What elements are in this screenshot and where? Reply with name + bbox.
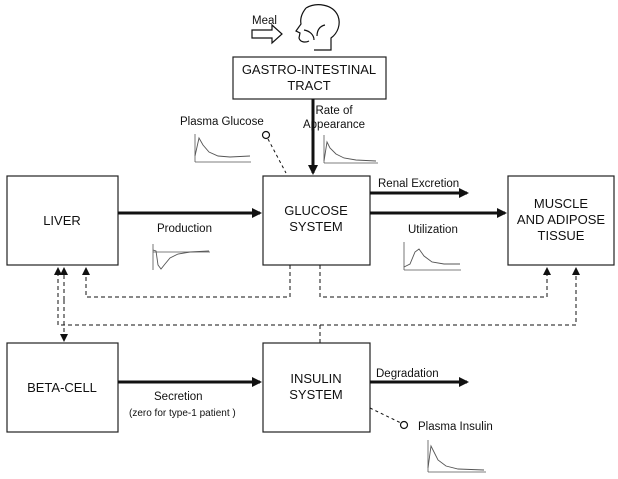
- secretion-label: Secretion: [154, 391, 203, 403]
- plasma-glucose-label: Plasma Glucose: [180, 116, 264, 128]
- rate-of-appearance-line2: Appearance: [303, 119, 365, 131]
- glucose-system-line1: GLUCOSE: [284, 203, 348, 218]
- beta-cell-box: [6, 342, 119, 433]
- liver-label: LIVER: [43, 213, 81, 228]
- liver-box: [6, 175, 119, 266]
- muscle-box: [507, 175, 615, 266]
- gi-tract-line1: GASTRO-INTESTINAL: [242, 62, 376, 77]
- gi-tract-line2: TRACT: [287, 78, 330, 93]
- muscle-line3: TISSUE: [538, 228, 585, 243]
- insulin-system-line2: SYSTEM: [289, 387, 342, 402]
- meal-arrow-icon: [251, 23, 283, 45]
- utilization-plot: [403, 242, 461, 271]
- insulin-system-box: [262, 342, 371, 433]
- rate-of-appearance-plot: [323, 135, 378, 164]
- gi-tract-box: [232, 56, 387, 100]
- plasma-insulin-probe-icon: [399, 420, 409, 430]
- degradation-label: Degradation: [376, 368, 439, 380]
- plasma-insulin-label: Plasma Insulin: [418, 421, 493, 433]
- insulin-system-line1: INSULIN: [290, 371, 341, 386]
- muscle-line2: AND ADIPOSE: [517, 212, 605, 227]
- plasma-insulin-leader: [369, 407, 402, 424]
- muscle-line1: MUSCLE: [534, 196, 589, 211]
- glucose-system-box: [262, 175, 371, 266]
- rate-of-appearance-line1: Rate of: [315, 105, 353, 117]
- plasma-glucose-leader: [267, 138, 287, 174]
- plasma-glucose-probe-icon: [261, 130, 271, 140]
- production-plot: [152, 244, 210, 270]
- beta-cell-label: BETA-CELL: [27, 380, 97, 395]
- utilization-label: Utilization: [408, 224, 458, 236]
- meal-label: Meal: [252, 15, 277, 27]
- secretion-note: (zero for type-1 patient ): [129, 408, 236, 419]
- head-profile-icon: [295, 4, 340, 51]
- renal-excretion-label: Renal Excretion: [378, 178, 459, 190]
- plasma-glucose-plot: [194, 134, 251, 163]
- glucose-feedback-dashed-lines: [54, 265, 580, 343]
- production-label: Production: [157, 223, 212, 235]
- plasma-insulin-plot: [427, 440, 486, 473]
- glucose-system-line2: SYSTEM: [289, 219, 342, 234]
